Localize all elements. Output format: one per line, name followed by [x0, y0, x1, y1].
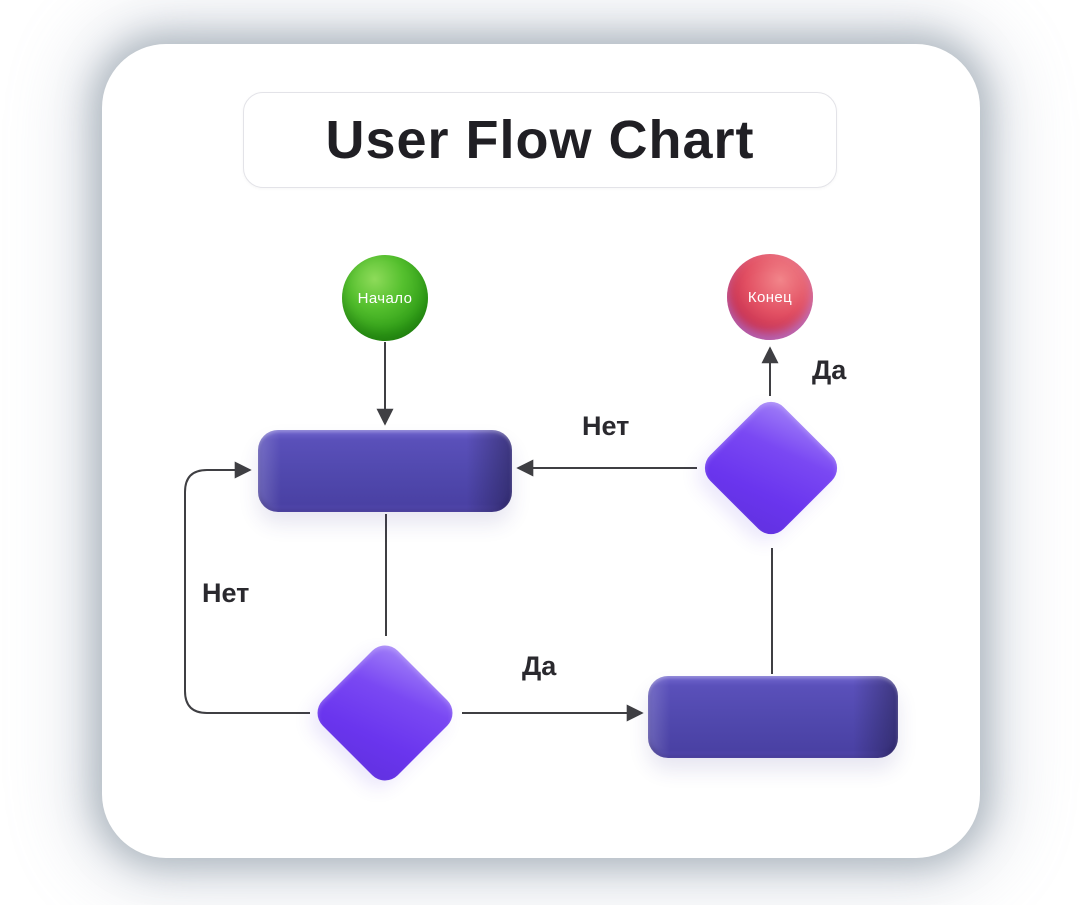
page-title: User Flow Chart — [325, 110, 755, 170]
start-node-label: Начало — [357, 289, 413, 307]
edge-label-decision2-yes: Да — [812, 355, 847, 385]
edge-label-decision1-yes: Да — [522, 651, 557, 681]
title-box: User Flow Chart — [243, 92, 837, 188]
edge-label-decision1-no: Нет — [202, 578, 250, 608]
start-node: Начало — [342, 255, 428, 341]
end-node-label: Конец — [747, 288, 793, 306]
edge-label-decision2-no: Нет — [582, 411, 630, 441]
end-node: Конец — [727, 254, 813, 340]
diagram-card: User Flow Chart — [102, 44, 980, 858]
process1-node — [258, 430, 512, 512]
process2-node — [648, 676, 898, 758]
